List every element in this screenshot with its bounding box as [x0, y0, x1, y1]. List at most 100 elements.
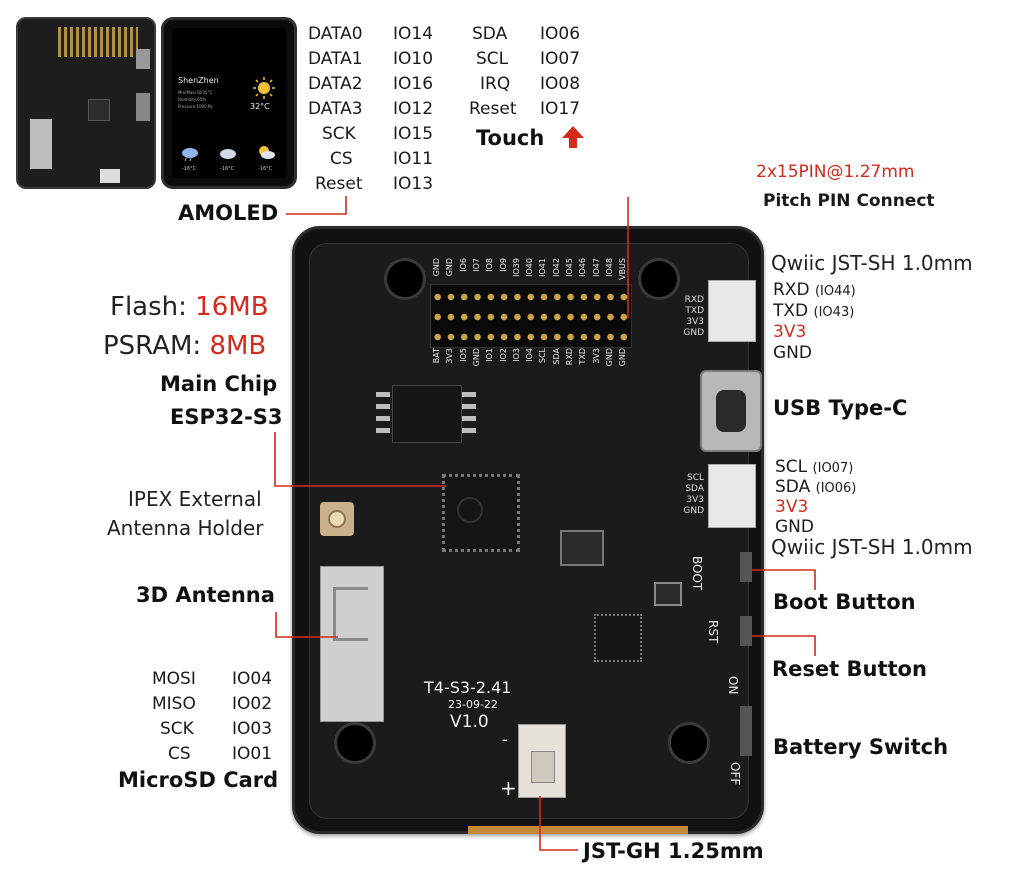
amoled-screen-photo: ShenZhen Min/Max:30/35°C Humidity:65% Pr… — [161, 17, 297, 189]
svg-text:3V3: 3V3 — [686, 495, 704, 505]
forecast-temp-3: -16°C — [258, 166, 273, 172]
sd-pin-name: MOSI — [152, 669, 196, 689]
3d-antenna — [320, 566, 384, 722]
jst-leader — [539, 796, 578, 851]
battery-switch-label: Battery Switch — [773, 735, 949, 759]
esp32-label: ESP32-S3 — [170, 405, 283, 429]
antenna-leader — [275, 612, 338, 638]
pmu-chip — [594, 614, 642, 662]
usb-type-c-port — [700, 370, 762, 452]
reset-side-button[interactable] — [740, 616, 752, 646]
forecast-temp-1: -16°C — [182, 166, 197, 172]
flash-pins-left — [376, 392, 390, 434]
sd-pin-name: SCK — [160, 719, 194, 739]
boot-button-part — [654, 582, 682, 606]
esp32-s3-chip — [442, 474, 520, 552]
amoled-pin-io: IO16 — [393, 74, 434, 94]
jst-gh-label: JST-GH 1.25mm — [583, 839, 764, 863]
3d-antenna-label: 3D Antenna — [136, 583, 275, 607]
board-back-thumbnail — [16, 17, 156, 189]
touch-pin-name: SCL — [476, 49, 509, 69]
touch-pin-io: IO17 — [540, 99, 581, 119]
amoled-pin-io: IO13 — [393, 174, 434, 194]
amoled-pin-io: IO10 — [393, 49, 434, 69]
qwiic-bottom-pin: SDA (IO06) — [775, 477, 857, 497]
inductor — [560, 530, 604, 566]
sd-pin-name: CS — [168, 744, 191, 764]
svg-text:TXD: TXD — [684, 306, 704, 316]
amoled-pin-name: DATA2 — [308, 74, 363, 94]
mounting-hole — [334, 722, 376, 764]
board-model: T4-S3-2.41 — [424, 678, 512, 697]
touch-pin-name: Reset — [469, 99, 517, 119]
sun-icon — [253, 77, 275, 99]
amoled-pin-io: IO11 — [393, 149, 434, 169]
arrow-up-icon — [562, 126, 584, 148]
reset-button-label: Reset Button — [772, 657, 927, 681]
main-chip-label: Main Chip — [160, 372, 278, 396]
touch-label: Touch — [476, 126, 545, 150]
weather-detail-2: Humidity:65% — [178, 97, 207, 102]
qwiic-bottom-pin: GND — [775, 517, 814, 537]
ipex-label-2: Antenna Holder — [107, 516, 264, 540]
pitch-connect-label: Pitch PIN Connect — [763, 191, 935, 211]
psram-value: 8MB — [209, 331, 267, 361]
amoled-pin-name: DATA1 — [308, 49, 363, 69]
sd-pin-name: MISO — [152, 694, 196, 714]
board-version: V1.0 — [450, 712, 489, 732]
flash-value: 16MB — [195, 292, 269, 322]
pin-header — [430, 284, 632, 348]
amoled-pin-name: SCK — [322, 124, 356, 144]
touch-pin-name: IRQ — [480, 74, 511, 94]
flex-cable — [468, 826, 688, 834]
amoled-pin-name: Reset — [315, 174, 363, 194]
weather-detail-3: Pressure:1000 Pa — [178, 104, 213, 109]
weather-temp: 32°C — [250, 102, 270, 111]
forecast-temp-2: -16°C — [220, 166, 235, 172]
flash-chip — [392, 385, 462, 443]
usb-type-c-label: USB Type-C — [773, 396, 908, 420]
connector-top-silkscreen: RXD TXD 3V3 GND — [683, 295, 704, 338]
svg-text:SDA: SDA — [685, 484, 704, 494]
touch-pin-io: IO08 — [540, 74, 581, 94]
amoled-pin-io: IO12 — [393, 99, 434, 119]
qwiic-top-pin: 3V3 — [773, 322, 807, 342]
jst-minus-silk: - — [502, 730, 508, 749]
thumb-connector — [136, 49, 150, 69]
weather-detail-1: Min/Max:30/35°C — [178, 90, 213, 95]
qwiic-top-pin: GND — [773, 343, 812, 363]
flash-spec: Flash: 16MB — [110, 292, 269, 322]
jst-plus-silk: + — [500, 776, 517, 800]
mounting-hole — [638, 258, 680, 300]
psram-label: PSRAM: — [103, 331, 210, 361]
board-date: 23-09-22 — [448, 698, 498, 711]
thumb-usb — [136, 93, 150, 121]
sd-pin-io: IO01 — [232, 744, 273, 764]
mounting-hole — [668, 722, 710, 764]
qwiic-top-pin: RXD (IO44) — [773, 280, 856, 300]
boot-side-button[interactable] — [740, 552, 752, 582]
reset-leader — [752, 635, 816, 656]
sd-pin-io: IO04 — [232, 669, 273, 689]
amoled-pin-name: DATA0 — [308, 24, 363, 44]
psram-spec: PSRAM: 8MB — [103, 331, 266, 361]
weather-city: ShenZhen — [178, 76, 219, 85]
amoled-pin-name: DATA3 — [308, 99, 363, 119]
jst-gh-connector — [518, 724, 566, 798]
mounting-hole — [384, 258, 426, 300]
cloud-icon — [220, 149, 236, 159]
boot-button-label: Boot Button — [773, 590, 916, 614]
sd-pin-io: IO03 — [232, 719, 273, 739]
svg-text:SCL: SCL — [687, 473, 704, 483]
svg-text:3V3: 3V3 — [686, 317, 704, 327]
touch-pin-io: IO06 — [540, 24, 581, 44]
sd-pin-io: IO02 — [232, 694, 273, 714]
flash-label: Flash: — [110, 292, 196, 322]
qwiic-top-pin: TXD (IO43) — [773, 301, 855, 321]
flash-pins-right — [462, 392, 476, 434]
amoled-pin-name: CS — [330, 149, 353, 169]
battery-slide-switch[interactable] — [740, 706, 752, 756]
amoled-pin-io: IO15 — [393, 124, 434, 144]
qwiic-connector-top — [708, 280, 756, 342]
